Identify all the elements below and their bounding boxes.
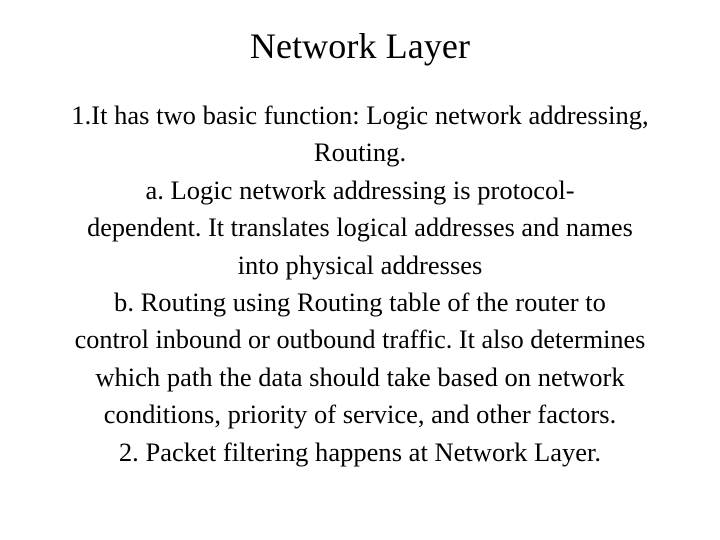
slide-title: Network Layer (249, 26, 471, 66)
body-line: control inbound or outbound traffic. It … (74, 325, 646, 355)
body-line: dependent. It translates logical address… (87, 213, 633, 243)
body-line: 2. Packet filtering happens at Network L… (118, 436, 602, 467)
body-line: Routing. (313, 137, 407, 168)
body-line: which path the data should take based on… (95, 361, 625, 392)
slide-body-text: 1.It has two basic function: Logic netwo… (0, 97, 720, 471)
body-line: a. Logic network addressing is protocol- (145, 174, 575, 205)
body-line: conditions, priority of service, and oth… (103, 399, 617, 430)
body-line: into physical addresses (237, 249, 483, 280)
body-line: 1.It has two basic function: Logic netwo… (71, 100, 649, 130)
body-line: b. Routing using Routing table of the ro… (114, 287, 606, 318)
